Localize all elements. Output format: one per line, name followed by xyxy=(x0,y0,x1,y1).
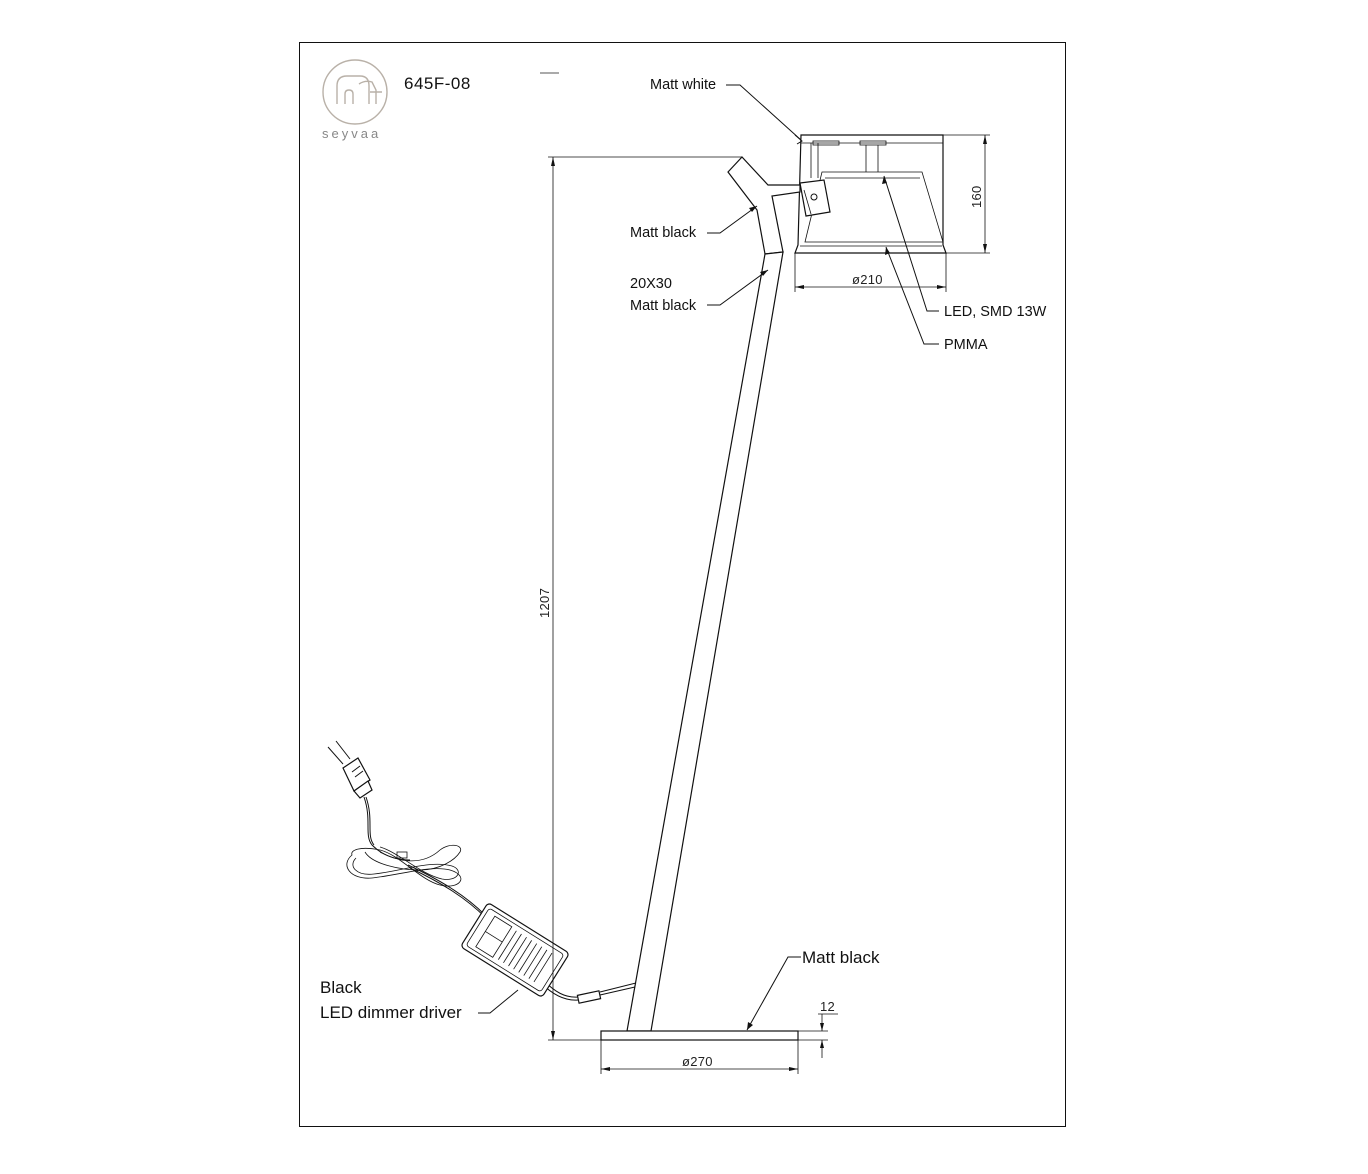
brand-logo: seyvaa xyxy=(322,59,388,141)
callout-pole-finish: Matt black xyxy=(630,298,697,314)
callout-pole-size: 20X30 xyxy=(630,276,672,292)
callout-diffuser: PMMA xyxy=(944,337,988,353)
drawing-border xyxy=(299,42,1066,1127)
power-cable xyxy=(346,796,637,1004)
dimmer-driver xyxy=(461,903,569,997)
callout-head-finish: Matt white xyxy=(650,77,716,93)
lamp-head xyxy=(794,134,947,254)
power-plug xyxy=(327,740,373,799)
lamp-arm xyxy=(727,156,801,255)
dimension-overall-height: 1207 xyxy=(537,588,552,618)
lamp-pole xyxy=(626,251,784,1032)
dimension-lines xyxy=(548,134,990,1074)
dimension-base-thickness: 12 xyxy=(820,999,835,1014)
leader-lines xyxy=(478,84,939,1031)
brand-name: seyvaa xyxy=(322,126,381,141)
callout-arm-finish: Matt black xyxy=(630,225,697,241)
callout-base-finish: Matt black xyxy=(802,948,880,967)
model-code: 645F-08 xyxy=(404,74,471,93)
dimension-head-height: 160 xyxy=(969,185,984,208)
callout-light-source: LED, SMD 13W xyxy=(944,304,1047,320)
callout-driver-type: LED dimmer driver xyxy=(320,1003,462,1022)
lamp-base xyxy=(600,1030,799,1041)
dimension-head-diameter: ø210 xyxy=(852,272,883,287)
dimension-base-diameter: ø270 xyxy=(682,1054,713,1069)
callout-driver-color: Black xyxy=(320,978,362,997)
